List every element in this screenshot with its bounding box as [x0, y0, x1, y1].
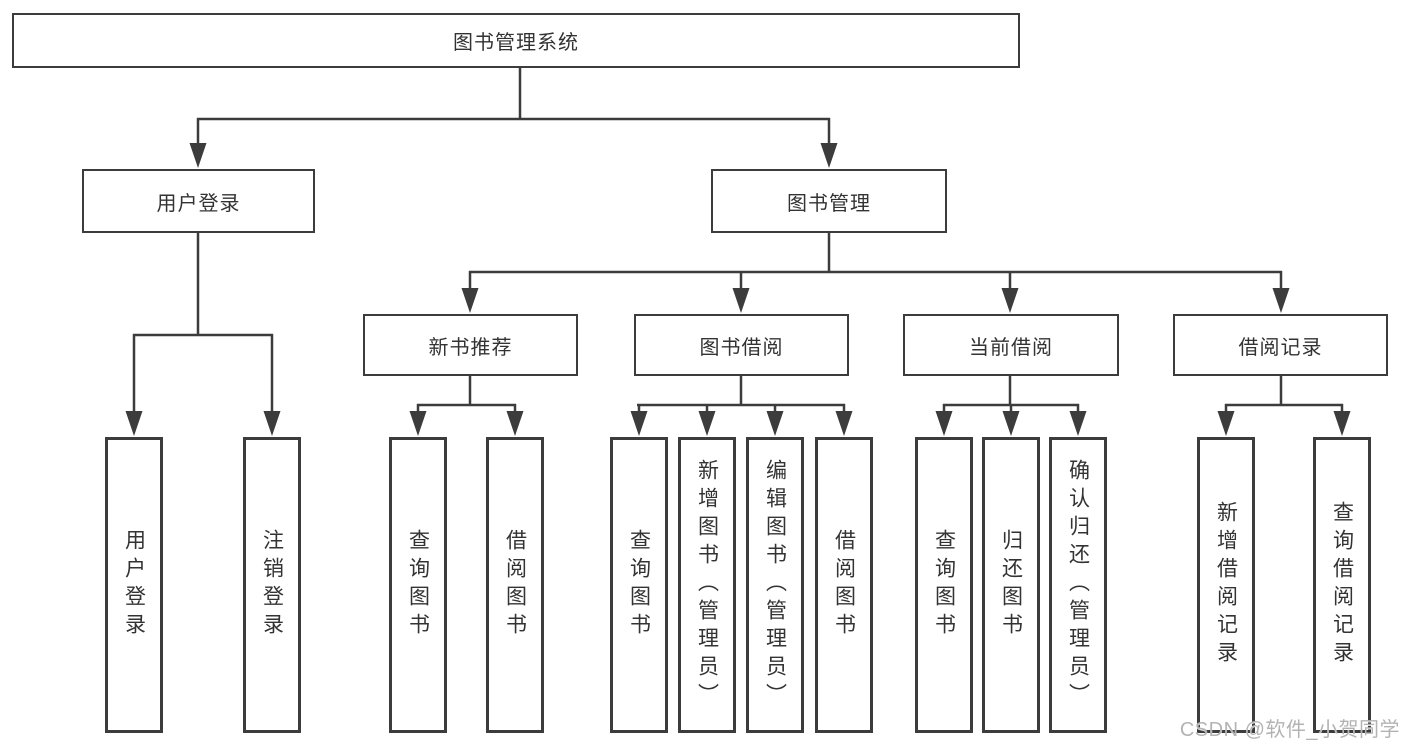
leaf-label: 编辑图书（管理员） — [763, 459, 787, 711]
node-library-system-label: 图书管理系统 — [453, 32, 579, 54]
arrowheads — [125, 143, 1351, 436]
leaf-edit-book-admin: 编辑图书（管理员） — [746, 437, 804, 733]
leaf-return-books: 归还图书 — [982, 437, 1040, 733]
leaf-query-books: 查询图书 — [915, 437, 973, 733]
node-book-management: 图书管理 — [711, 169, 947, 233]
node-user-login: 用户登录 — [82, 169, 315, 233]
node-borrowing-records: 借阅记录 — [1173, 314, 1388, 376]
leaf-label: 确认归还（管理员） — [1066, 459, 1090, 711]
node-book-borrowing-label: 图书借阅 — [699, 336, 784, 359]
leaf-user-login: 用户登录 — [105, 437, 163, 733]
leaf-borrow-books: 借阅图书 — [815, 437, 873, 733]
leaf-label: 用户登录 — [122, 529, 146, 641]
leaf-label: 新增图书（管理员） — [695, 459, 719, 711]
node-new-book-recommendation: 新书推荐 — [363, 314, 578, 376]
leaf-add-borrow-record: 新增借阅记录 — [1197, 437, 1255, 733]
leaf-label: 注销登录 — [260, 529, 284, 641]
leaf-logout: 注销登录 — [243, 437, 301, 733]
node-book-borrowing: 图书借阅 — [634, 314, 849, 376]
node-new-book-recommendation-label: 新书推荐 — [428, 336, 513, 359]
node-book-management-label: 图书管理 — [787, 192, 871, 215]
tree-edges — [132, 68, 1344, 414]
leaf-add-book-admin: 新增图书（管理员） — [678, 437, 736, 733]
leaf-label: 查询图书 — [932, 529, 956, 641]
node-borrowing-records-label: 借阅记录 — [1238, 336, 1323, 359]
node-current-borrowing: 当前借阅 — [903, 314, 1119, 376]
node-current-borrowing-label: 当前借阅 — [969, 336, 1053, 359]
node-user-login-label: 用户登录 — [156, 192, 241, 215]
node-library-system: 图书管理系统 — [12, 13, 1020, 68]
leaf-label: 查询图书 — [627, 529, 651, 641]
leaf-confirm-return-admin: 确认归还（管理员） — [1049, 437, 1107, 733]
leaf-query-books: 查询图书 — [610, 437, 668, 733]
leaf-query-borrow-record: 查询借阅记录 — [1313, 437, 1371, 733]
leaf-label: 归还图书 — [999, 529, 1023, 641]
leaf-label: 借阅图书 — [832, 529, 856, 641]
leaf-query-books: 查询图书 — [389, 437, 447, 733]
csdn-watermark: CSDN @软件_小贺同学 — [1179, 719, 1400, 741]
leaf-label: 查询图书 — [406, 529, 430, 641]
leaf-label: 新增借阅记录 — [1214, 501, 1238, 669]
leaf-borrow-books: 借阅图书 — [486, 437, 544, 733]
leaf-label: 借阅图书 — [503, 529, 527, 641]
leaf-label: 查询借阅记录 — [1330, 501, 1354, 669]
